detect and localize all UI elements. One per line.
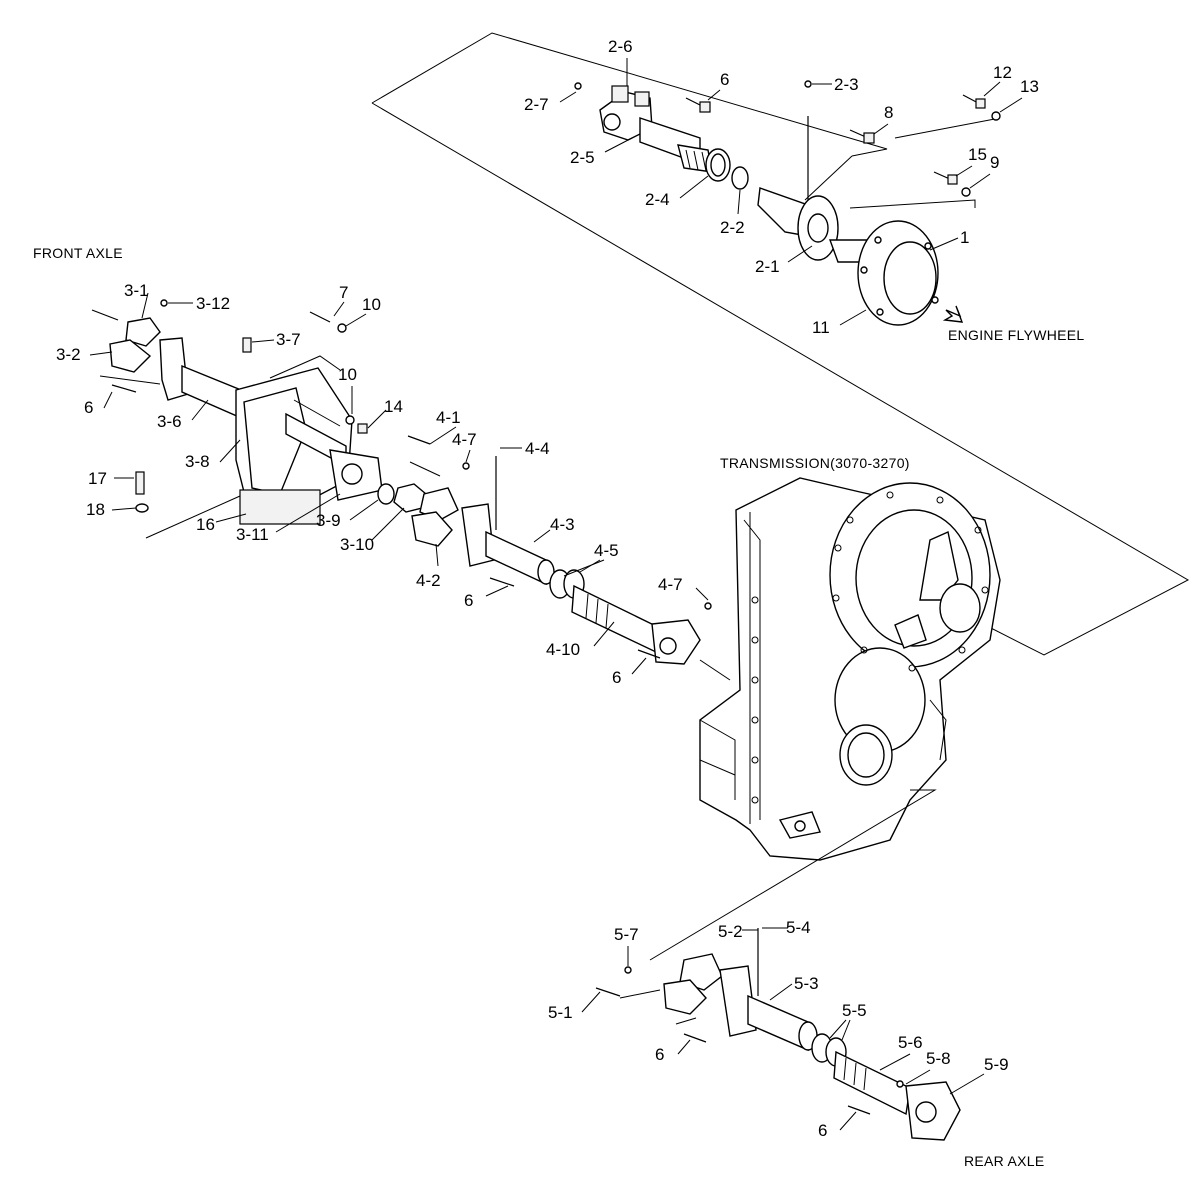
callout: 4-3: [550, 515, 575, 534]
front-axle-assembly: [91, 299, 427, 539]
callout: 12: [993, 63, 1012, 82]
callout-leaders: [89, 58, 1023, 1131]
callout: 6: [464, 591, 473, 610]
callout-numbers: 2-6 6 2-7 2-3 12 13 8 2-5 15 9 2-4 2-2 1…: [56, 37, 1039, 1140]
callout: 17: [88, 469, 107, 488]
callout: 6: [720, 70, 729, 89]
engine-flywheel-arrow: [942, 305, 964, 323]
callout: 3-6: [157, 412, 182, 431]
callout: 2-5: [570, 148, 595, 167]
callout: 3-1: [124, 281, 149, 300]
callout: 11: [812, 318, 830, 337]
callout: 18: [86, 500, 105, 519]
callout: 4-7: [658, 575, 683, 594]
middle-drive-shaft: [407, 435, 731, 681]
engine-flywheel-label: ENGINE FLYWHEEL: [948, 327, 1085, 343]
callout: 6: [84, 398, 93, 417]
transmission-label: TRANSMISSION(3070-3270): [720, 455, 910, 471]
callout: 4-2: [416, 571, 441, 590]
upper-group-boundary: [371, 32, 1190, 656]
callout: 16: [196, 515, 215, 534]
transmission-housing: [649, 477, 1001, 961]
callout: 4-7: [452, 430, 477, 449]
callout: 5-3: [794, 974, 819, 993]
callout: 5-9: [984, 1055, 1009, 1074]
callout: 3-11: [236, 525, 269, 544]
callout: 5-5: [842, 1001, 867, 1020]
callout: 6: [818, 1121, 827, 1140]
callout: 5-4: [786, 918, 811, 937]
callout: 4-4: [525, 439, 550, 458]
callout: 1: [960, 228, 969, 247]
callout: 10: [338, 365, 357, 384]
callout: 9: [990, 153, 999, 172]
callout: 4-5: [594, 541, 619, 560]
callout: 15: [968, 145, 987, 164]
callout: 6: [612, 668, 621, 687]
callout: 5-7: [614, 925, 639, 944]
callout: 2-1: [755, 257, 780, 276]
rear-drive-shaft: [595, 928, 961, 1141]
rear-axle-label: REAR AXLE: [964, 1153, 1045, 1169]
callout: 5-8: [926, 1049, 951, 1068]
callout: 4-1: [436, 408, 461, 427]
callout: 3-9: [316, 511, 341, 530]
callout: 2-4: [645, 190, 670, 209]
callout: 5-1: [548, 1003, 573, 1022]
callout: 14: [384, 397, 403, 416]
callout: 3-2: [56, 345, 81, 364]
callout: 2-6: [608, 37, 633, 56]
callout: 3-12: [196, 294, 230, 313]
front-axle-label: FRONT AXLE: [33, 245, 123, 261]
callout: 3-8: [185, 452, 210, 471]
callout: 5-2: [718, 922, 743, 941]
callout: 3-7: [276, 330, 301, 349]
callout: 6: [655, 1045, 664, 1064]
callout: 2-3: [834, 75, 859, 94]
callout: 5-6: [898, 1033, 923, 1052]
callout: 7: [339, 283, 348, 302]
upper-drive-shaft: [574, 80, 1001, 326]
callout: 4-10: [546, 640, 580, 659]
callout: 2-7: [524, 95, 549, 114]
callout: 8: [884, 103, 893, 122]
callout: 13: [1020, 77, 1039, 96]
callout: 10: [362, 295, 381, 314]
callout: 2-2: [720, 218, 745, 237]
callout: 3-10: [340, 535, 374, 554]
